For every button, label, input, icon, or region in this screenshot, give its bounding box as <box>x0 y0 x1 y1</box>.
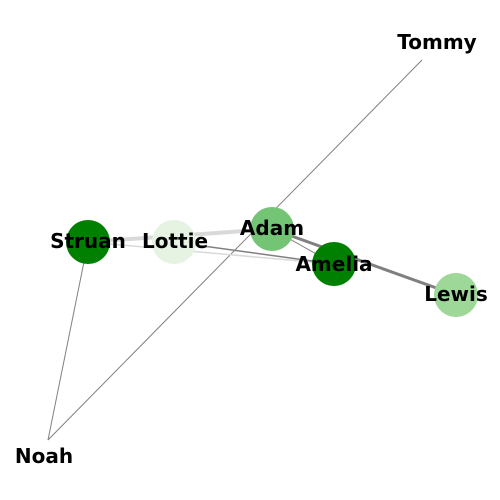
node-lewis <box>434 273 478 317</box>
edge-adam-lewis <box>271 227 457 297</box>
edge-struan-amelia <box>87 241 335 265</box>
node-label-lottie: Lottie <box>142 229 208 253</box>
node-struan <box>66 220 110 264</box>
node-label-adam: Adam <box>240 216 304 240</box>
node-label-noah: Noah <box>15 444 73 468</box>
node-layer <box>66 207 478 317</box>
node-label-tommy: Tommy <box>397 30 476 54</box>
edge-struan-noah <box>47 241 89 441</box>
node-amelia <box>312 242 356 286</box>
edge-lottie-amelia <box>173 241 335 265</box>
node-label-struan: Struan <box>50 229 126 253</box>
node-adam <box>250 207 294 251</box>
node-label-lewis: Lewis <box>424 282 488 306</box>
node-label-amelia: Amelia <box>295 252 372 276</box>
node-lottie <box>152 220 196 264</box>
